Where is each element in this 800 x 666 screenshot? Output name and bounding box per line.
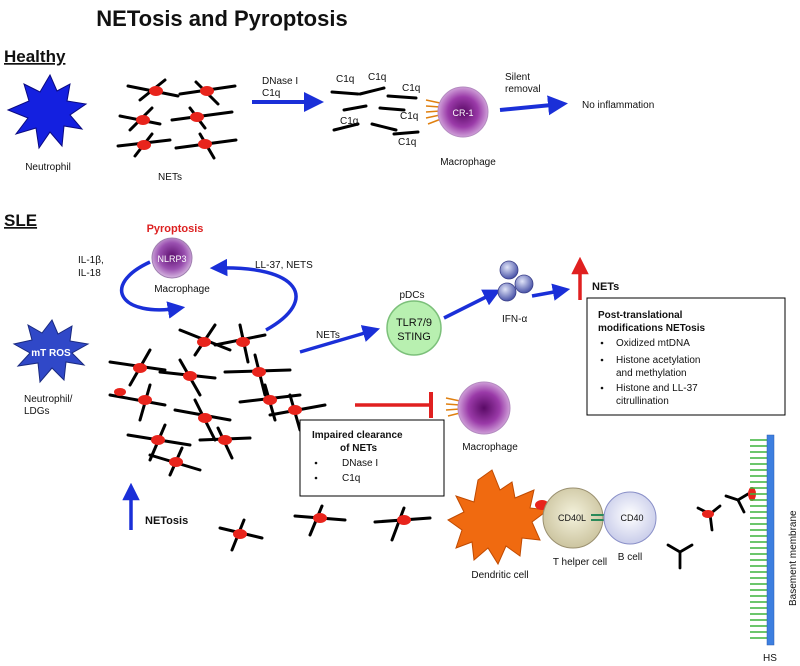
ptm-item-2a: Histone acetylation: [616, 355, 701, 366]
healthy-nets-label: NETs: [158, 172, 182, 183]
b-cell-label: B cell: [618, 552, 642, 563]
ptm-bullets: [600, 341, 604, 390]
c1q-label-4: C1q: [340, 116, 358, 127]
diagram-title: NETosis and Pyroptosis: [96, 6, 347, 31]
macrophage-label: Macrophage: [440, 157, 496, 168]
dendritic-cell: [447, 469, 550, 566]
t-helper-label: T helper cell: [553, 557, 607, 568]
sle-net-dots: [114, 337, 302, 467]
macrophage-mid-label: Macrophage: [462, 442, 518, 453]
impaired-item-1: DNase I: [342, 458, 378, 469]
healthy-net-dots: [136, 86, 214, 150]
t-helper-cell: [542, 487, 604, 549]
mtros-star: [12, 319, 90, 384]
impaired-box: [299, 419, 445, 497]
ifn-label: IFN-α: [502, 314, 527, 325]
arrow-dnase-label: DNase I: [262, 76, 298, 87]
macrophage-mid-cell: [457, 381, 511, 435]
basement-membrane-label: Basement membrane: [788, 510, 799, 606]
neutrophil-ldg-label-2: LDGs: [24, 406, 50, 417]
cytokine-arrow: [119, 260, 186, 319]
removal-label: removal: [505, 84, 541, 95]
arrow-c1q-label: C1q: [262, 88, 280, 99]
pyroptosis-label: Pyroptosis: [147, 223, 204, 235]
ptm-item-3b: citrullination: [616, 396, 669, 407]
impaired-title-2: of NETs: [340, 443, 377, 454]
impaired-title-1: Impaired clearance: [312, 430, 403, 441]
c1q-label-5: C1q: [400, 111, 418, 122]
cr1-label: CR-1: [452, 108, 473, 118]
macrophage-receptors: [425, 99, 442, 125]
neutrophil-label: Neutrophil: [25, 162, 71, 173]
pdc-cell: [386, 300, 442, 356]
cd40l-label: CD40L: [558, 513, 586, 523]
ptm-box: [586, 297, 786, 416]
c1q-fragments: [330, 86, 420, 136]
basement-membrane: [766, 434, 775, 646]
macrophage-cell: [437, 86, 489, 138]
dendritic-label: Dendritic cell: [471, 570, 528, 581]
nets-arrow-label: NETs: [316, 330, 340, 341]
c1q-label-3: C1q: [402, 83, 420, 94]
il1b-label: IL-1β,: [78, 255, 104, 266]
impaired-item-2: C1q: [342, 473, 360, 484]
nets-up-label: NETs: [592, 281, 619, 293]
mtros-label: mT ROS: [31, 348, 71, 359]
ifn-to-nets-arrow: [531, 283, 571, 301]
cd40-label: CD40: [620, 513, 643, 523]
macrophage-top-label: Macrophage: [154, 284, 210, 295]
sle-heading: SLE: [4, 211, 37, 230]
ptm-title-1: Post-translational: [598, 310, 683, 321]
sting-label: STING: [397, 331, 431, 343]
ptm-item-3a: Histone and LL-37: [616, 383, 698, 394]
impaired-bullets: [314, 461, 318, 480]
basement-membrane-hairs: [750, 439, 768, 639]
pdcs-label: pDCs: [399, 290, 424, 301]
ll37-arrow: [209, 258, 298, 332]
neutrophil-ldg-label-1: Neutrophil/: [24, 394, 73, 405]
nlrp3-label: NLRP3: [157, 254, 186, 264]
neutrophil-star: [6, 73, 88, 150]
il18-label: IL-18: [78, 268, 101, 279]
ptm-item-1: Oxidized mtDNA: [616, 338, 690, 349]
ll37-label: LL-37, NETS: [255, 260, 313, 271]
silent-label: Silent: [505, 72, 530, 83]
bottom-net-dots: [233, 513, 411, 539]
hs-label: HS: [763, 653, 777, 664]
c1q-label-2: C1q: [368, 72, 386, 83]
ptm-item-2b: and methylation: [616, 368, 687, 379]
bottom-nets: [218, 504, 432, 552]
antibody-antigens: [702, 487, 756, 518]
pdc-to-ifn-arrow: [443, 289, 501, 320]
antibodies: [666, 492, 750, 570]
no-inflammation-label: No inflammation: [582, 100, 654, 111]
c1q-label-6: C1q: [398, 137, 416, 148]
healthy-nets: [116, 78, 238, 160]
ptm-title-2: modifications NETosis: [598, 323, 705, 334]
c1q-label-1: C1q: [336, 74, 354, 85]
nlrp3-cell: [151, 237, 193, 279]
healthy-heading: Healthy: [4, 47, 66, 66]
netosis-label: NETosis: [145, 515, 188, 527]
healthy-arrow-2: [499, 95, 568, 116]
ifn-molecules: [497, 260, 534, 302]
nets-to-pdc-arrow: [299, 325, 381, 354]
tlr-label: TLR7/9: [396, 317, 432, 329]
b-cell: [603, 491, 657, 545]
